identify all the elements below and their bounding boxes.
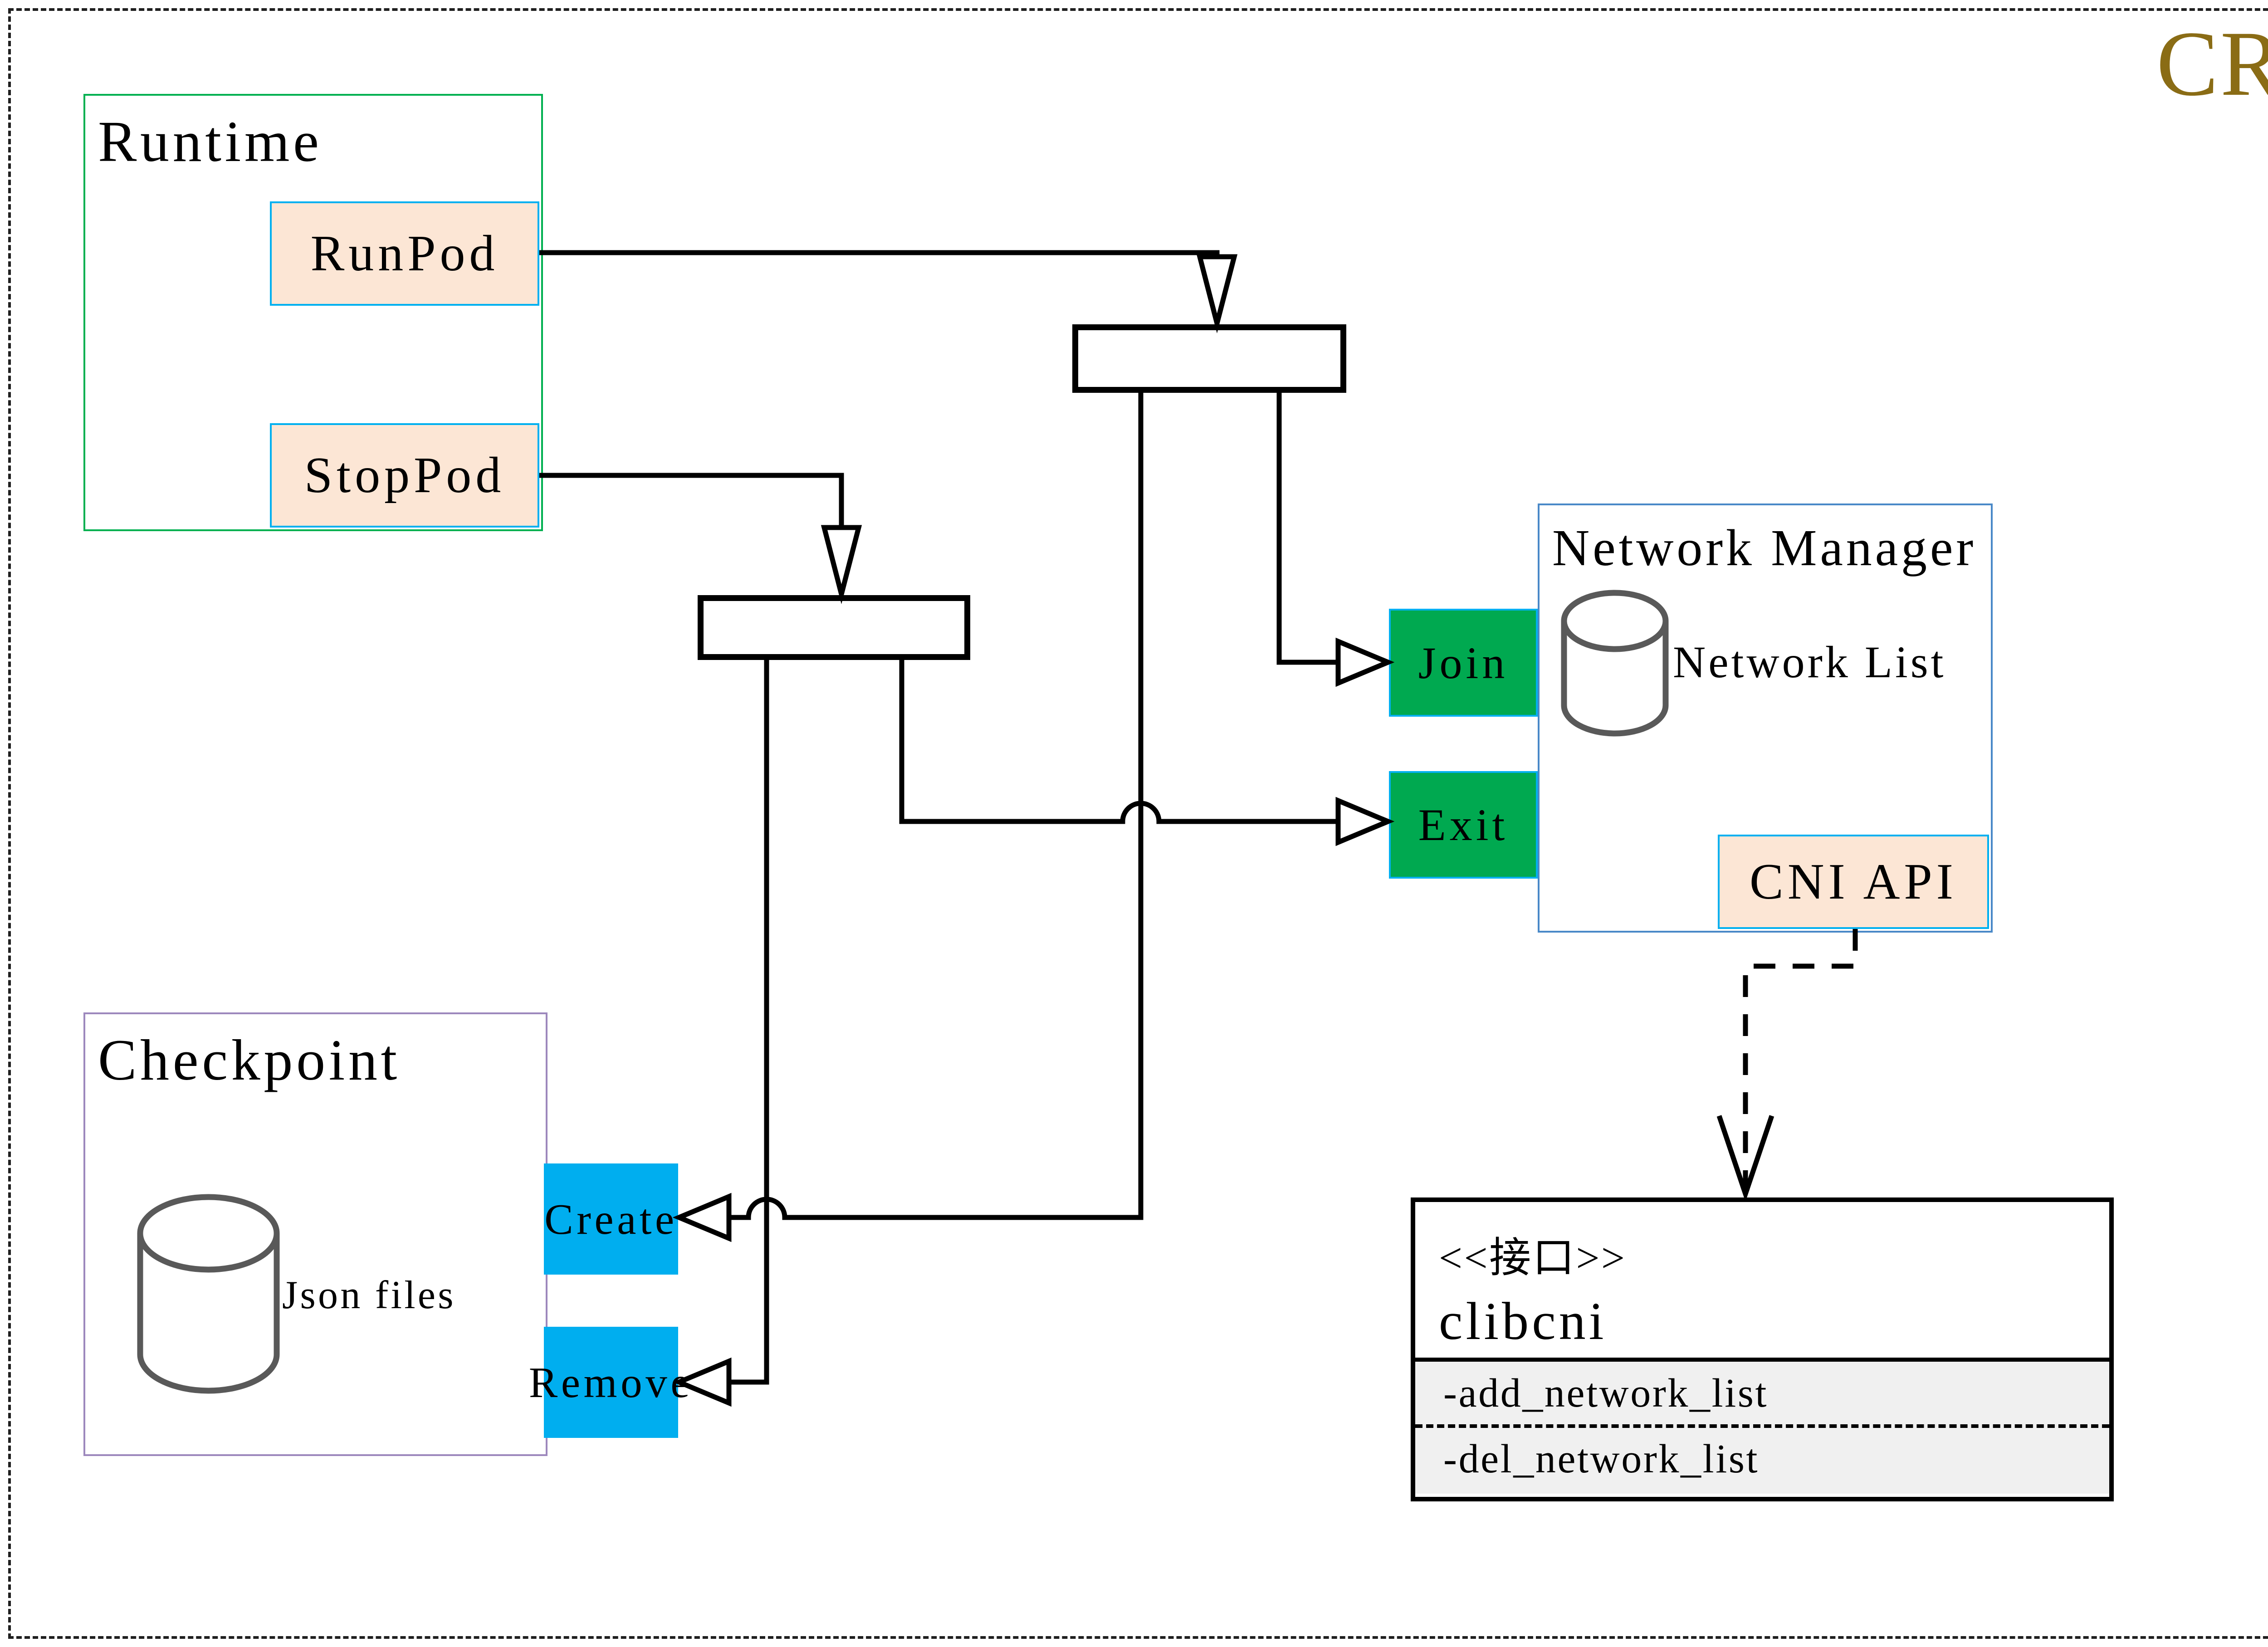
- method-del-network-list: -del_network_list: [1443, 1437, 1760, 1481]
- exit-node: Exit: [1389, 771, 1538, 879]
- cri-title: CRI: [2156, 12, 2268, 115]
- arrowhead-right-exit: [1335, 797, 1395, 846]
- connector-fork-remove: [728, 660, 769, 1385]
- arrowhead-left-create: [672, 1192, 732, 1242]
- remove-node: Remove: [529, 1327, 690, 1438]
- create-node: Create: [544, 1163, 678, 1275]
- json-files-label: Json files: [282, 1273, 456, 1317]
- checkpoint-title: Checkpoint: [98, 1028, 401, 1092]
- interface-stereotype: <<接口>>: [1439, 1235, 1627, 1281]
- connector-fork-exit: [899, 660, 1339, 824]
- runpod-node: RunPod: [270, 201, 539, 306]
- connector-cniapi-clibcni: [1743, 929, 1858, 1191]
- runtime-title: Runtime: [98, 109, 323, 174]
- stoppod-node: StopPod: [270, 423, 539, 528]
- network-list-label: Network List: [1673, 637, 1946, 687]
- fork-bar-top: [1072, 324, 1346, 393]
- interface-class-box: <<接口>> clibcni -add_network_list -del_ne…: [1411, 1197, 2114, 1501]
- arrowhead-down-fork-top: [1196, 254, 1238, 333]
- interface-methods-compartment: -add_network_list -del_network_list: [1415, 1358, 2109, 1494]
- arrowhead-down-fork-middle: [821, 525, 862, 604]
- arrowhead-right-join: [1335, 637, 1395, 687]
- join-node: Join: [1389, 609, 1538, 717]
- connector-stoppod-fork: [539, 473, 844, 528]
- method-add-network-list: -add_network_list: [1415, 1362, 2109, 1428]
- arrowhead-open-clibcni: [1716, 1115, 1774, 1202]
- interface-name: clibcni: [1439, 1291, 1607, 1351]
- connector-fork-join: [1276, 393, 1339, 665]
- interface-class-title-compartment: <<接口>> clibcni: [1415, 1202, 2109, 1358]
- connector-fork-create: [728, 393, 1144, 1220]
- connector-runpod-fork: [539, 250, 1220, 257]
- fork-bar-middle: [698, 595, 970, 660]
- cni-api-node: CNI API: [1718, 835, 1989, 929]
- checkpoint-box: Checkpoint: [83, 1012, 547, 1456]
- network-manager-title: Network Manager: [1552, 519, 1977, 577]
